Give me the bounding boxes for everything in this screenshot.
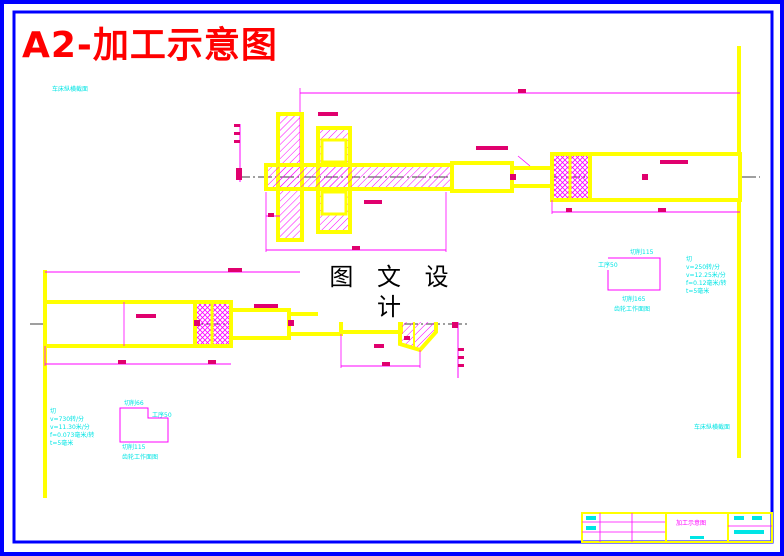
lower-part-caption: 齿轮工作面图 [122,454,159,461]
inner-frame [12,10,774,544]
upper-dim-top: 切削115 [630,249,654,256]
lower-dim-right: 工序50 [152,412,172,419]
lower-dim-top: 切削66 [124,400,144,407]
title-block-name: 加工示意图 [676,520,707,527]
bottom-right-label: 车床纵横截面 [694,424,731,431]
upper-dim-left: 工序50 [598,262,618,269]
upper-cut-params: 切 v=250转/分 v=12.25米/分 f=0.12毫米/转 t=5毫米 [686,256,727,295]
title-block [581,512,773,543]
lower-dim-bottom: 切削115 [122,444,146,451]
watermark-text: 图 文 设 计 [318,262,468,322]
upper-dim-bottom: 切削165 [622,296,646,303]
drawing-title: A2-加工示意图 [22,25,278,66]
upper-part-caption: 齿轮工作面图 [614,306,651,313]
lower-shaft-assembly [30,268,470,378]
upper-shaft-assembly [234,88,760,252]
upper-part-sketch [607,257,661,291]
top-left-label: 车床纵横截面 [52,86,89,93]
lower-cut-params: 切 v=730转/分 v=11.30米/分 f=0.073毫米/转 t=5毫米 [50,408,95,447]
lower-part-sketch [119,407,169,443]
